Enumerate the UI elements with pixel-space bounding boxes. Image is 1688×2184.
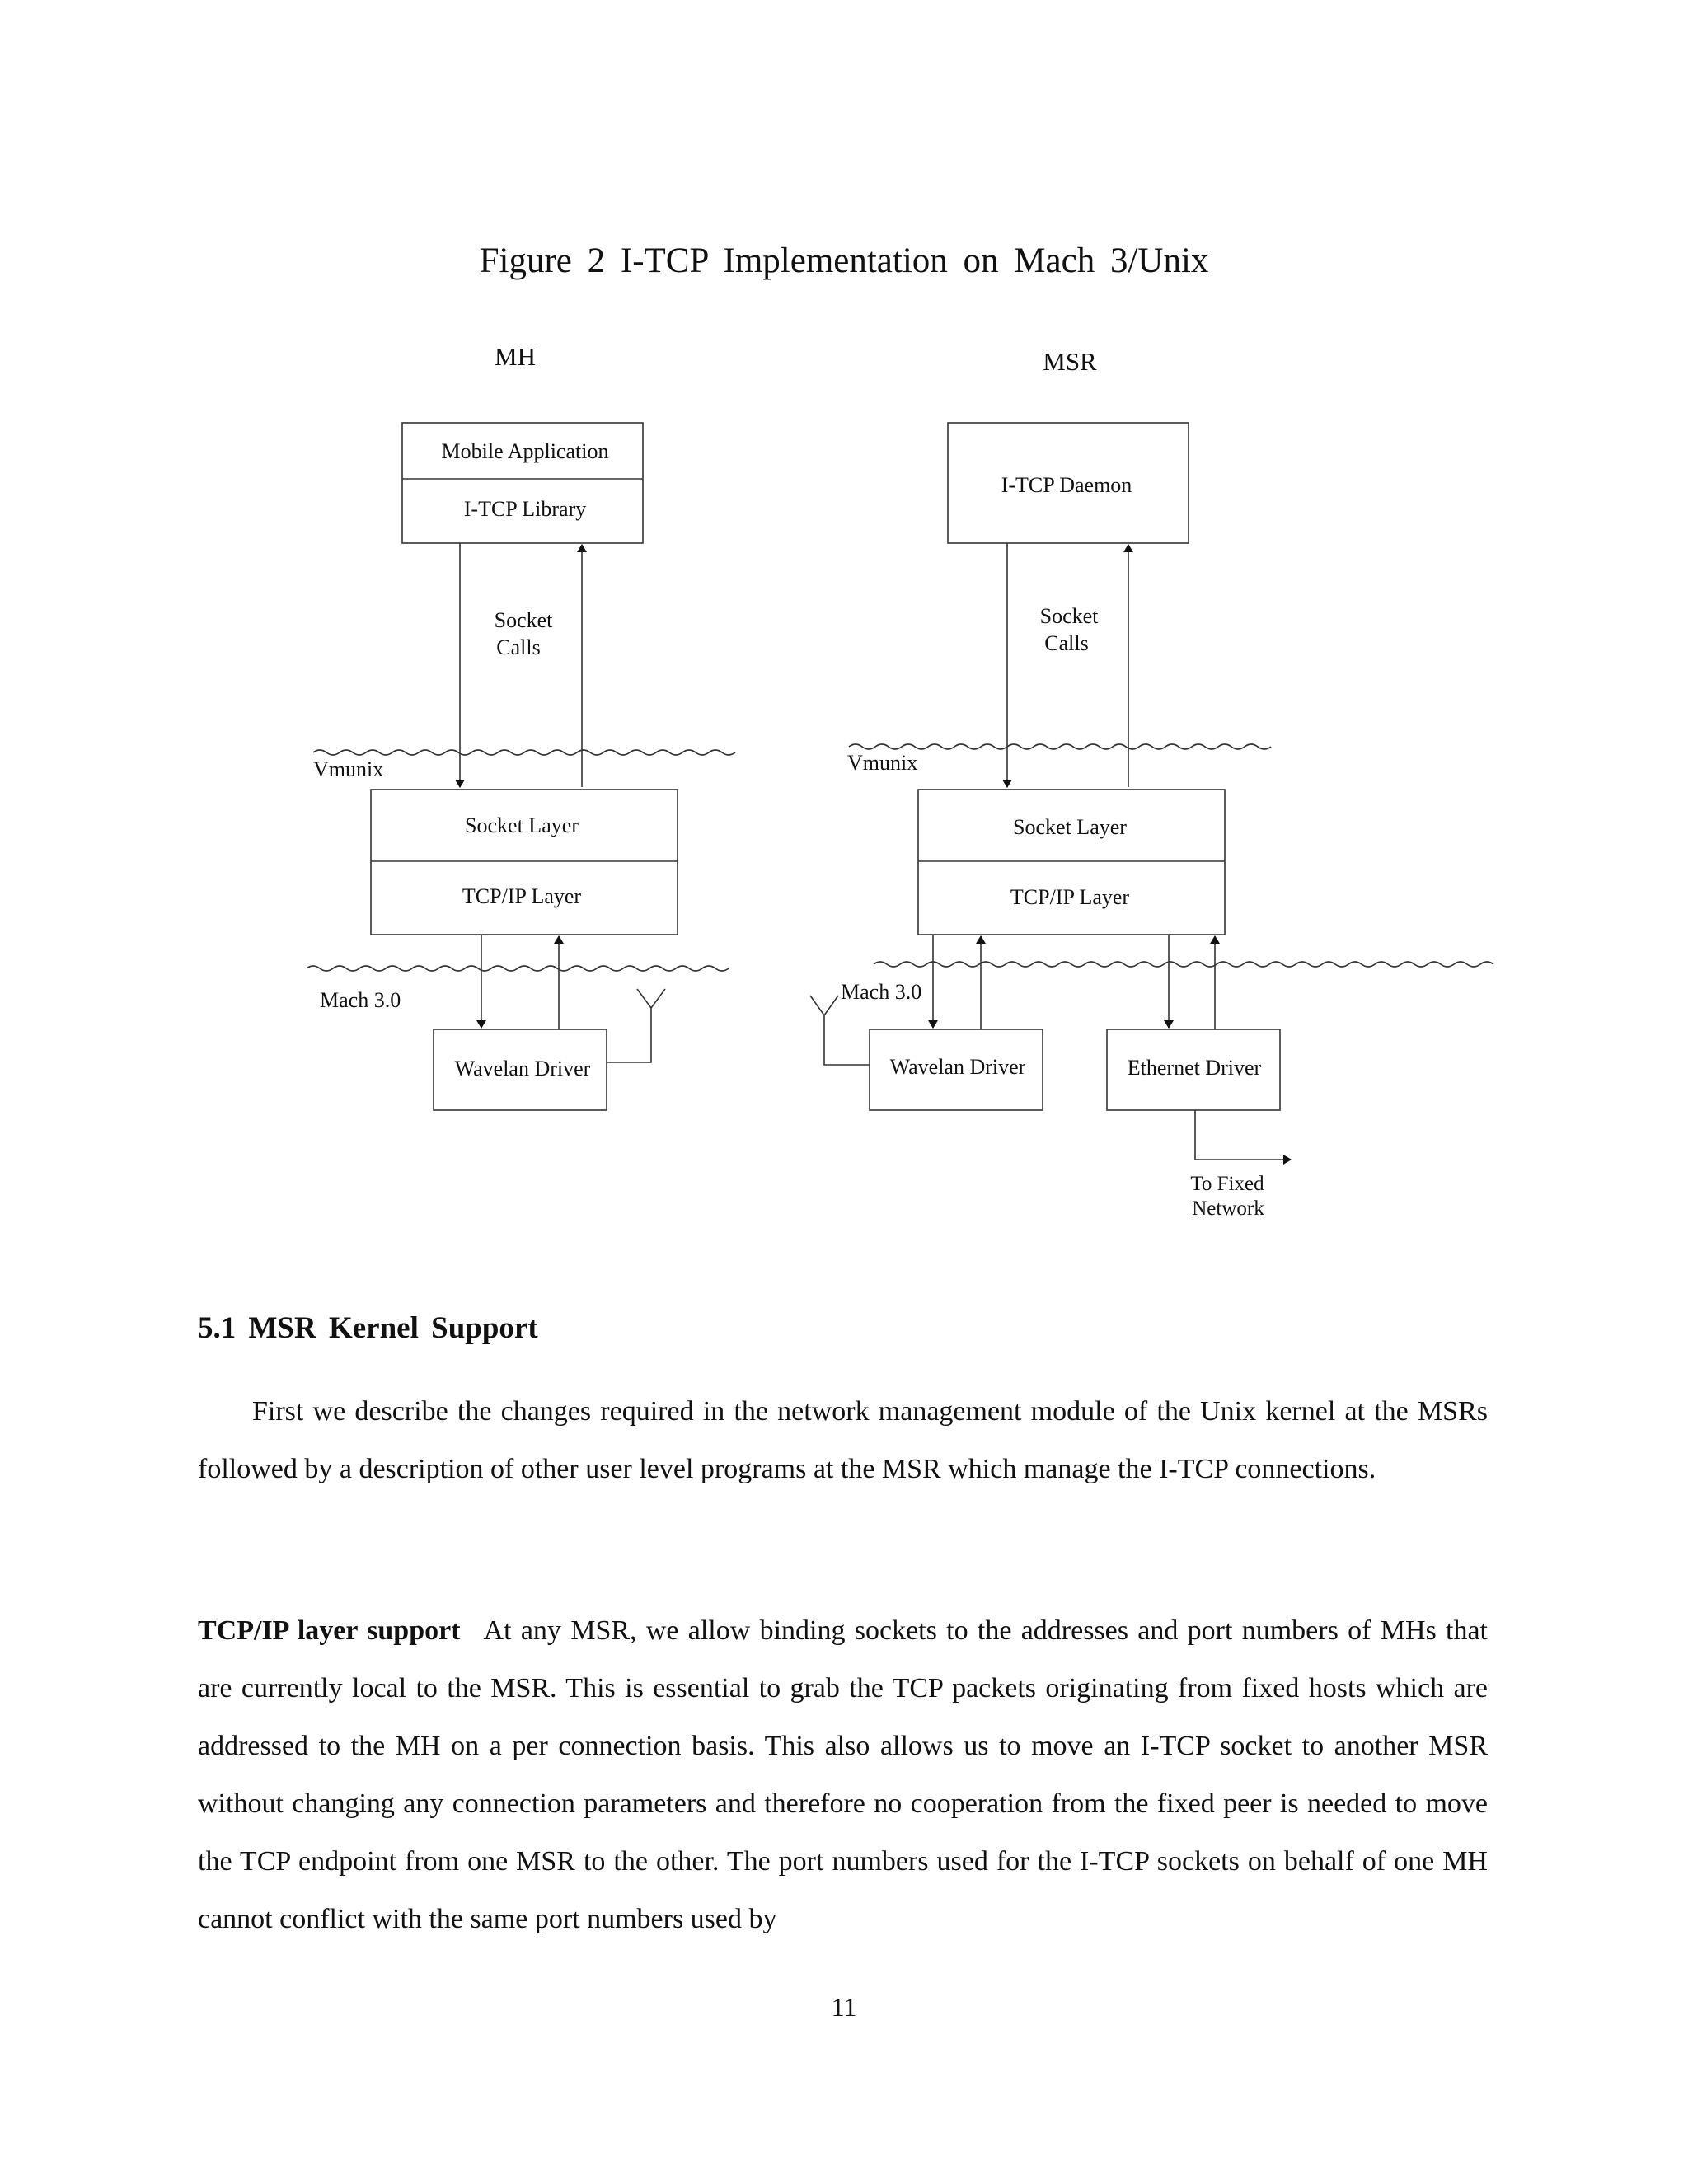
msr-ethernet-driver-label: Ethernet Driver	[1128, 1056, 1262, 1080]
msr-kernel-stack-box	[917, 789, 1226, 935]
fixed-network-line-2: Network	[1192, 1197, 1264, 1220]
msr-mach-label: Mach 3.0	[841, 980, 921, 1004]
mh-mach-boundary	[306, 965, 729, 972]
page-number: 11	[831, 1992, 857, 2022]
mh-antenna-icon	[636, 988, 666, 1010]
mh-mach-label: Mach 3.0	[320, 988, 401, 1012]
fixed-network-line-1: To Fixed	[1190, 1173, 1264, 1195]
msr-fixed-network-arrow	[1194, 1110, 1292, 1165]
msr-wavelan-driver-label: Wavelan Driver	[890, 1055, 1026, 1079]
mh-kernel-stack-box	[370, 789, 678, 935]
msr-daemon-box	[947, 422, 1189, 544]
mh-mid-box-line-1: Socket Layer	[465, 813, 579, 837]
mh-top-box-line-2: I-TCP Library	[464, 497, 587, 521]
mh-driver-label: Wavelan Driver	[455, 1057, 591, 1080]
msr-label: MSR	[1043, 347, 1097, 376]
mh-socket-calls-line-1: Socket	[495, 608, 554, 632]
mh-application-box	[401, 422, 644, 544]
msr-mid-box-line-1: Socket Layer	[1013, 815, 1127, 839]
msr-vmunix-boundary	[848, 743, 1272, 750]
section-heading: 5.1 MSR Kernel Support	[198, 1311, 538, 1345]
msr-socket-calls-line-1: Socket	[1040, 604, 1100, 628]
msr-ethernet-driver-box	[1106, 1029, 1281, 1111]
msr-antenna-feed	[823, 1015, 870, 1066]
paragraph-run-in-heading: TCP/IP layer support	[198, 1615, 461, 1646]
msr-socket-calls-line-2: Calls	[1044, 631, 1088, 655]
msr-top-box-label: I-TCP Daemon	[1001, 473, 1132, 497]
msr-vmunix-label: Vmunix	[847, 751, 917, 775]
mh-socket-calls-line-2: Calls	[496, 635, 540, 659]
msr-wavelan-driver-box	[869, 1029, 1043, 1111]
mh-vmunix-label: Vmunix	[313, 757, 383, 781]
msr-mid-box-line-2: TCP/IP Layer	[1010, 885, 1130, 909]
mh-wavelan-driver-box	[433, 1029, 607, 1111]
mh-label: MH	[495, 342, 536, 371]
mh-vmunix-boundary	[312, 749, 736, 756]
paragraph-intro: First we describe the changes required i…	[198, 1396, 1488, 1484]
mh-antenna-feed	[607, 1008, 652, 1063]
figure-caption: Figure 2 I-TCP Implementation on Mach 3/…	[479, 241, 1209, 280]
msr-mach-boundary	[873, 961, 1494, 968]
mh-mid-box-line-2: TCP/IP Layer	[462, 884, 582, 908]
mh-top-box-line-1: Mobile Application	[442, 439, 609, 463]
paragraph-body: At any MSR, we allow binding sockets to …	[198, 1615, 1488, 1934]
msr-antenna-icon	[809, 995, 839, 1017]
